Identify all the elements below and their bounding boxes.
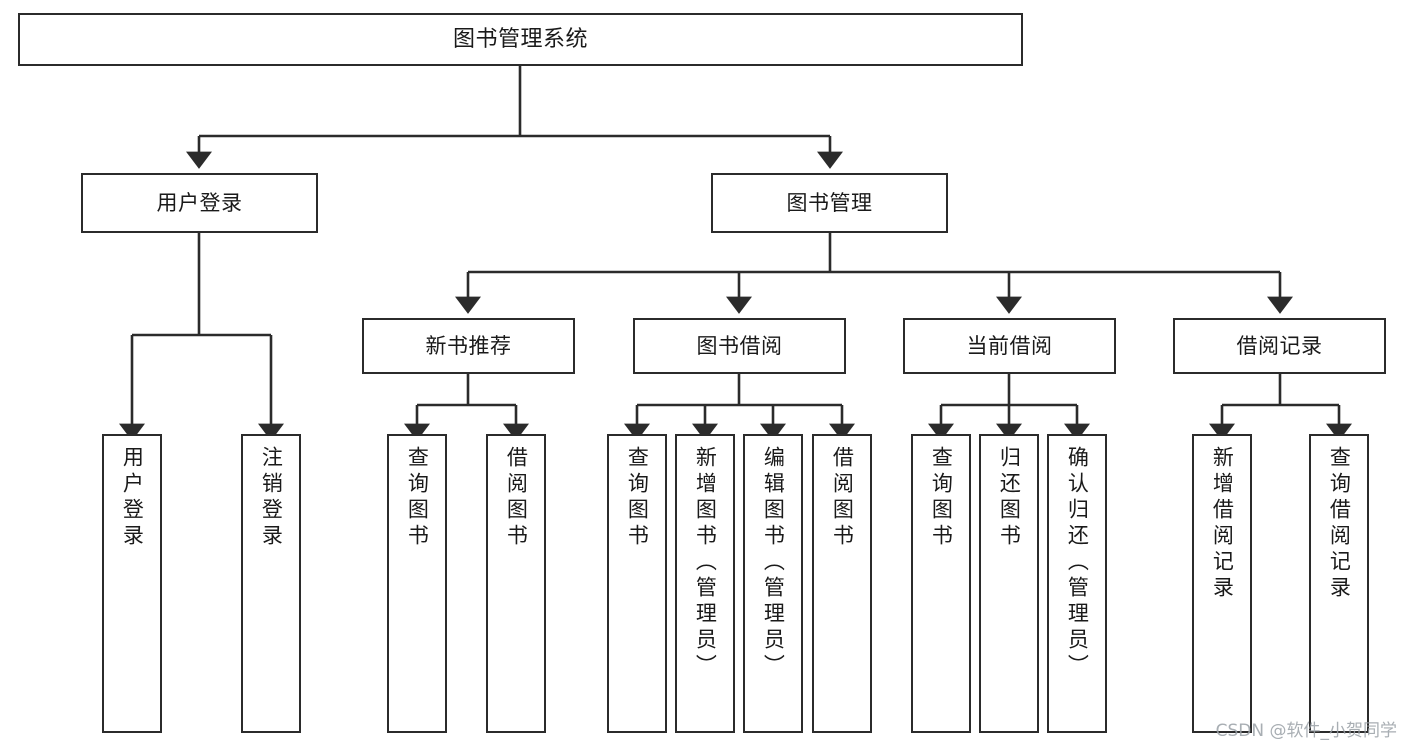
node-current-borrow-label: 当前借阅: [966, 333, 1053, 358]
leaf-current-return-book[interactable]: 归还图书: [979, 434, 1039, 733]
node-current-borrow[interactable]: 当前借阅: [903, 318, 1116, 374]
leaf-current-return-book-label: 归还图书: [997, 446, 1022, 550]
node-borrow-records[interactable]: 借阅记录: [1173, 318, 1386, 374]
csdn-watermark: CSDN @软件_小贺同学: [1215, 721, 1397, 741]
node-book-borrow[interactable]: 图书借阅: [633, 318, 846, 374]
leaf-current-query-book-label: 查询图书: [929, 446, 954, 550]
leaf-records-query-record-label: 查询借阅记录: [1327, 446, 1352, 602]
node-new-book-recommend-label: 新书推荐: [425, 333, 512, 358]
leaf-borrow-edit-book-label: 编辑图书（管理员）: [761, 446, 786, 680]
leaf-user-login-label: 用户登录: [120, 446, 145, 550]
leaf-current-confirm-return-label: 确认归还（管理员）: [1065, 446, 1090, 680]
node-book-management-label: 图书管理: [786, 190, 873, 215]
leaf-records-add-record-label: 新增借阅记录: [1210, 446, 1235, 602]
leaf-newbook-query-book-label: 查询图书: [405, 446, 430, 550]
leaf-records-add-record[interactable]: 新增借阅记录: [1192, 434, 1252, 733]
node-book-management[interactable]: 图书管理: [711, 173, 948, 233]
node-new-book-recommend[interactable]: 新书推荐: [362, 318, 575, 374]
leaf-records-query-record[interactable]: 查询借阅记录: [1309, 434, 1369, 733]
leaf-borrow-add-book-label: 新增图书（管理员）: [693, 446, 718, 680]
leaf-borrow-edit-book[interactable]: 编辑图书（管理员）: [743, 434, 803, 733]
leaf-borrow-lend-book[interactable]: 借阅图书: [812, 434, 872, 733]
leaf-current-confirm-return[interactable]: 确认归还（管理员）: [1047, 434, 1107, 733]
leaf-user-logout-label: 注销登录: [259, 446, 284, 550]
node-root[interactable]: 图书管理系统: [18, 13, 1023, 66]
leaf-current-query-book[interactable]: 查询图书: [911, 434, 971, 733]
leaf-borrow-query-book[interactable]: 查询图书: [607, 434, 667, 733]
leaf-newbook-borrow-book-label: 借阅图书: [504, 446, 529, 550]
node-user-login[interactable]: 用户登录: [81, 173, 318, 233]
leaf-newbook-query-book[interactable]: 查询图书: [387, 434, 447, 733]
node-user-login-label: 用户登录: [156, 190, 243, 215]
leaf-newbook-borrow-book[interactable]: 借阅图书: [486, 434, 546, 733]
leaf-borrow-lend-book-label: 借阅图书: [830, 446, 855, 550]
leaf-borrow-query-book-label: 查询图书: [625, 446, 650, 550]
node-book-borrow-label: 图书借阅: [696, 333, 783, 358]
leaf-user-logout[interactable]: 注销登录: [241, 434, 301, 733]
node-borrow-records-label: 借阅记录: [1236, 333, 1323, 358]
leaf-user-login[interactable]: 用户登录: [102, 434, 162, 733]
node-root-label: 图书管理系统: [452, 26, 588, 52]
leaf-borrow-add-book[interactable]: 新增图书（管理员）: [675, 434, 735, 733]
